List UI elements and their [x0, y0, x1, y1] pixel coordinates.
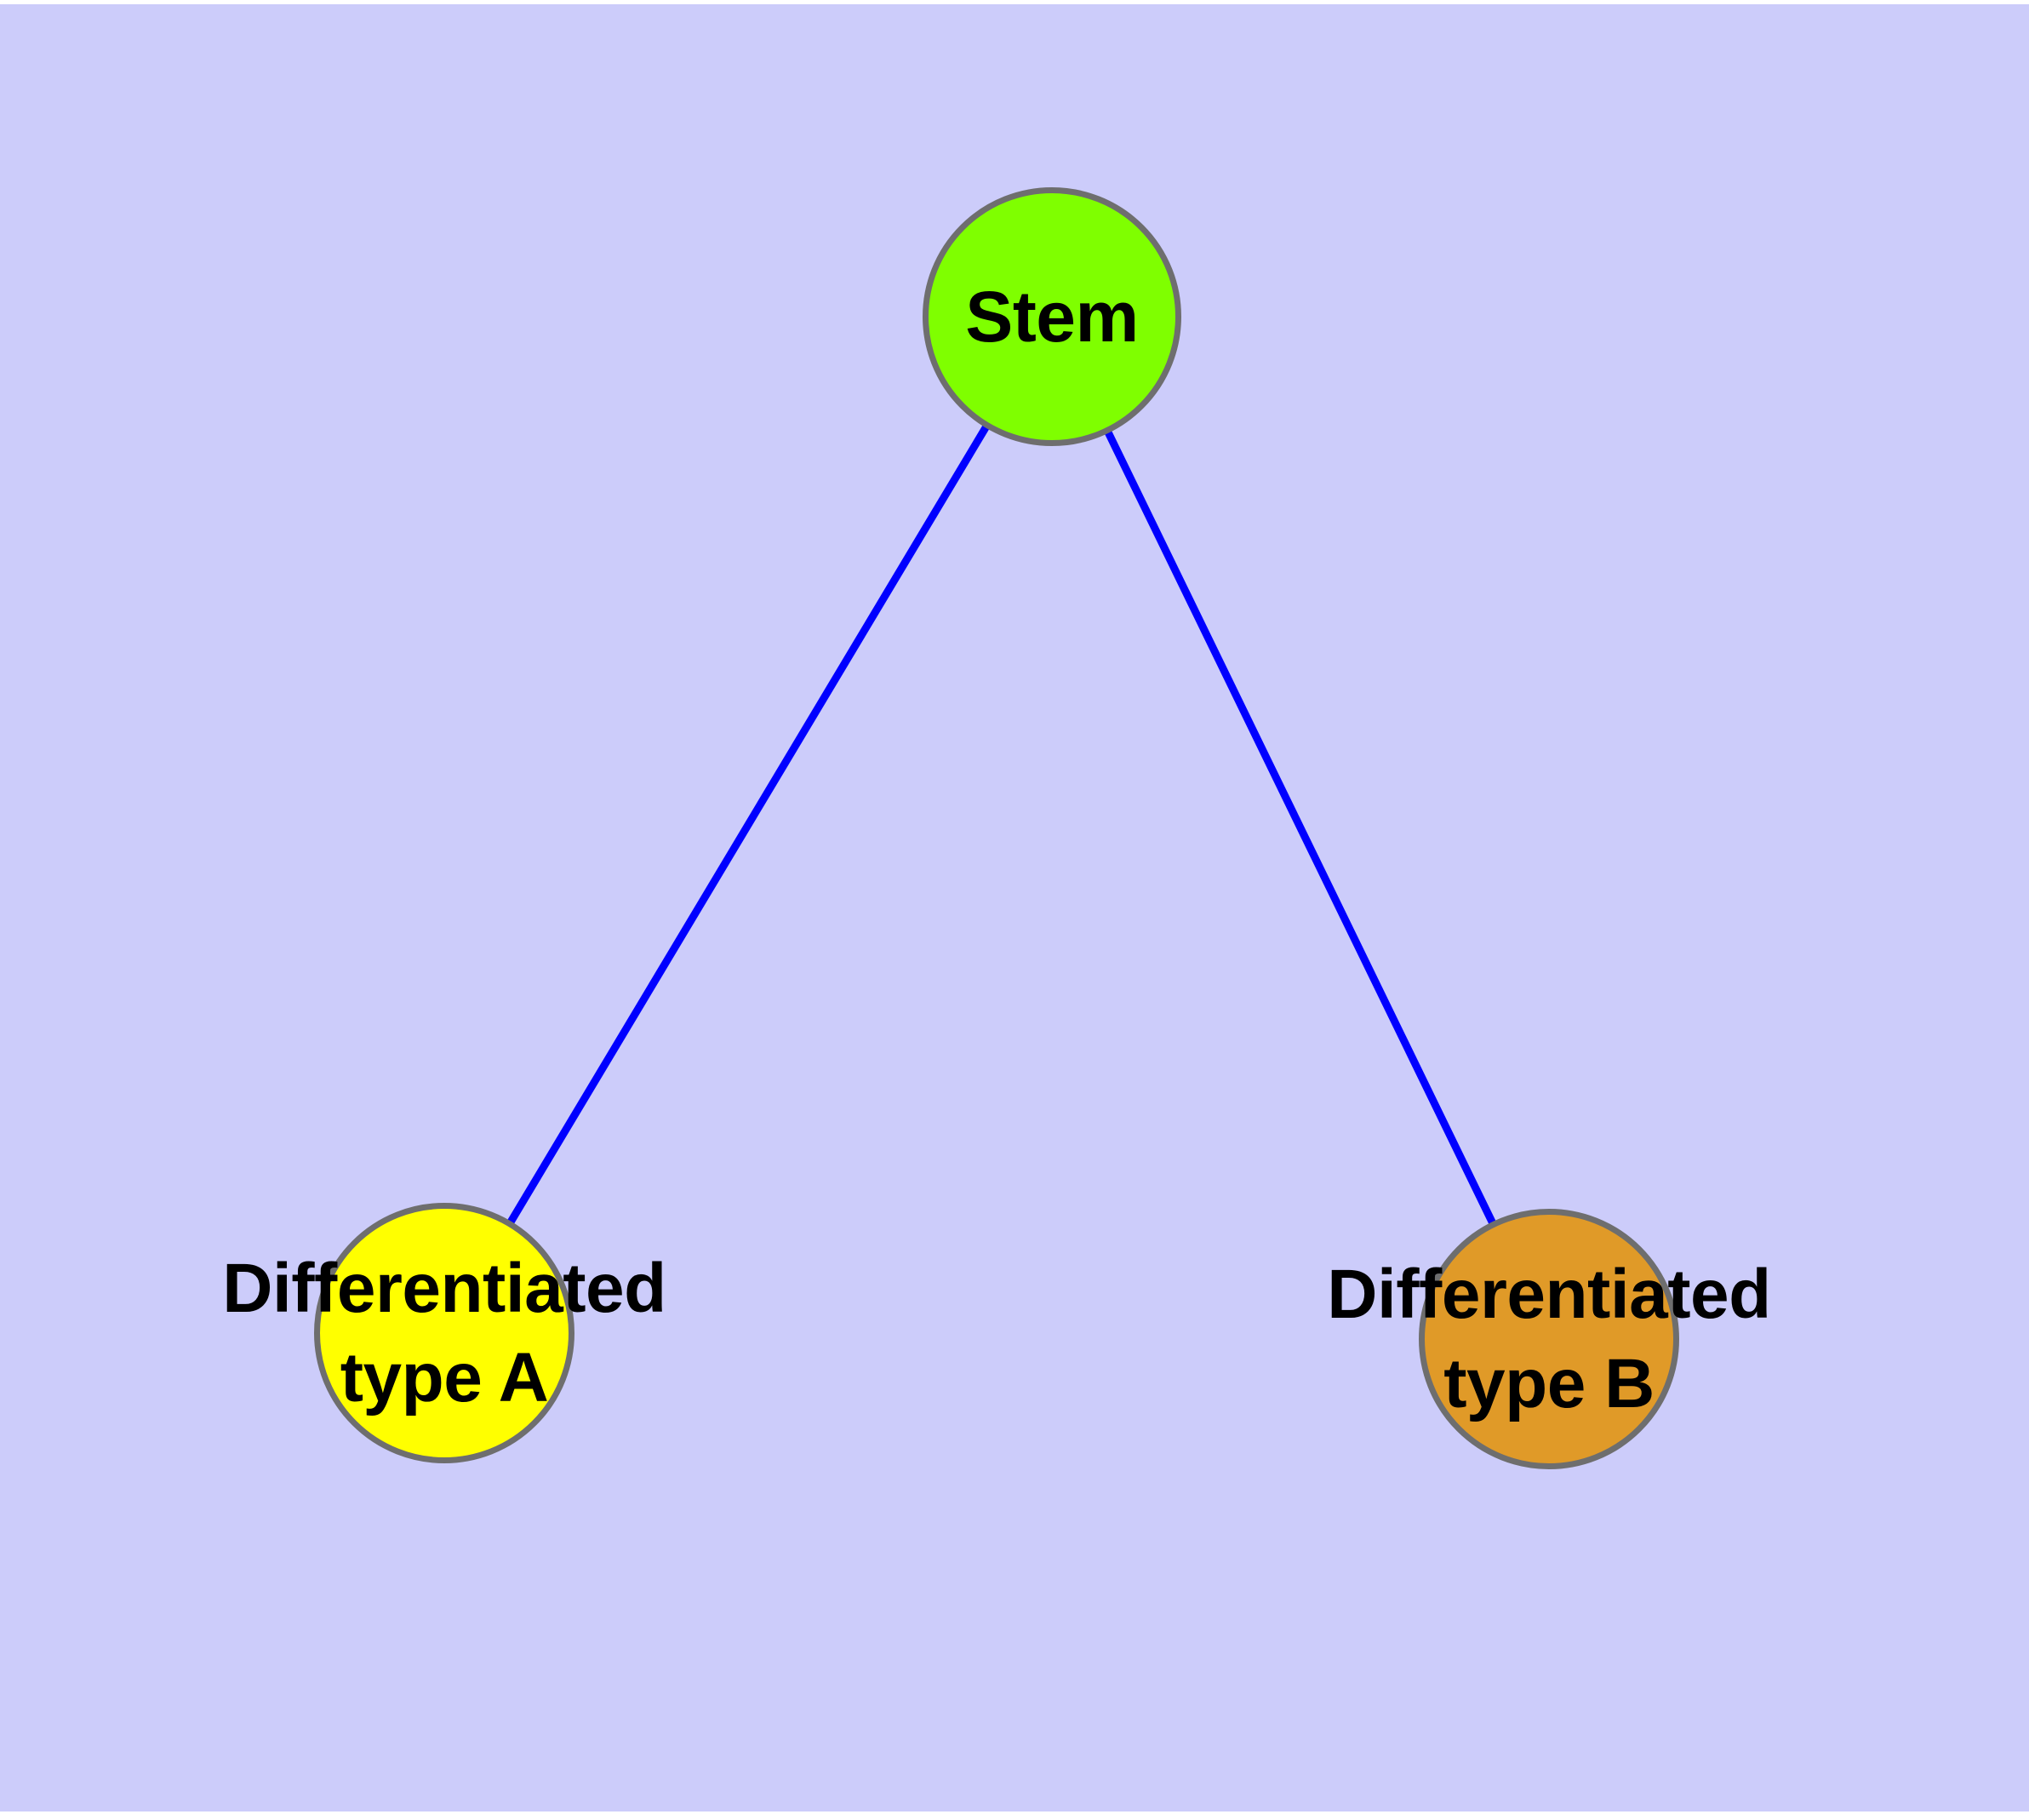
edge-stem-to-differentiated-type-a — [441, 314, 1055, 1336]
node-differentiated-type-a[interactable] — [314, 1203, 574, 1463]
node-stem[interactable] — [923, 187, 1181, 446]
node-differentiated-type-b[interactable] — [1419, 1209, 1679, 1469]
edge-stem-to-differentiated-type-b — [1048, 315, 1553, 1341]
